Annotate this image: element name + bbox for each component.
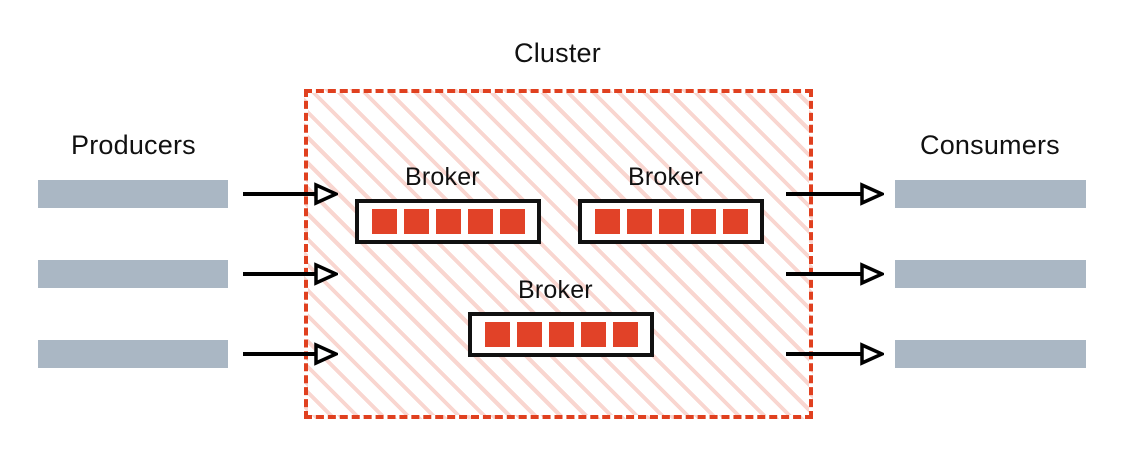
broker-3-partition-5[interactable]	[612, 322, 638, 347]
cluster-title: Cluster	[514, 38, 601, 68]
broker-2-partition-4[interactable]	[690, 209, 716, 234]
consumer-bar-2[interactable]	[895, 260, 1086, 288]
broker-1-label: Broker	[405, 163, 480, 191]
broker-3-partition-2[interactable]	[516, 322, 542, 347]
producer-bar-1[interactable]	[38, 180, 228, 208]
broker-1-partition-4[interactable]	[467, 209, 493, 234]
broker-2-partition-5[interactable]	[722, 209, 748, 234]
broker-3-partition-3[interactable]	[548, 322, 574, 347]
broker-1-box[interactable]	[355, 199, 541, 244]
consumer-bar-3[interactable]	[895, 340, 1086, 368]
broker-3-box[interactable]	[468, 312, 654, 357]
consumers-heading: Consumers	[920, 130, 1060, 160]
broker-2-box[interactable]	[578, 199, 764, 244]
broker-1-partition-1[interactable]	[371, 209, 397, 234]
broker-1-partition-5[interactable]	[499, 209, 525, 234]
broker-2-partition-3[interactable]	[658, 209, 684, 234]
consumer-bar-1[interactable]	[895, 180, 1086, 208]
producer-bar-3[interactable]	[38, 340, 228, 368]
broker-1-partition-2[interactable]	[403, 209, 429, 234]
broker-3-label: Broker	[518, 276, 593, 304]
producers-heading: Producers	[71, 130, 196, 160]
broker-2-partition-1[interactable]	[594, 209, 620, 234]
cluster-boundary-box	[304, 89, 813, 419]
broker-3-partition-1[interactable]	[484, 322, 510, 347]
broker-2-partition-2[interactable]	[626, 209, 652, 234]
broker-3-partition-4[interactable]	[580, 322, 606, 347]
producer-bar-2[interactable]	[38, 260, 228, 288]
broker-2-label: Broker	[628, 163, 703, 191]
broker-1-partition-3[interactable]	[435, 209, 461, 234]
